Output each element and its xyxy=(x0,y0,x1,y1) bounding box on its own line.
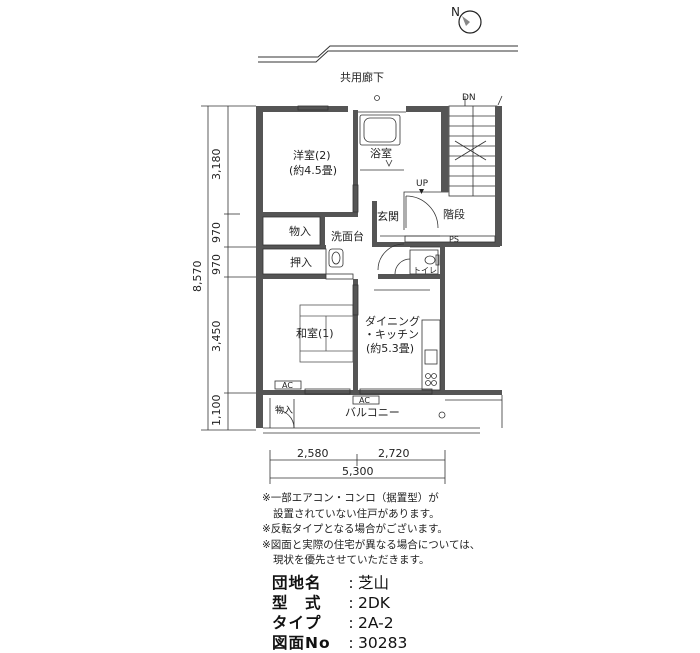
ac-right-label: AC xyxy=(359,396,370,405)
ps-label: PS xyxy=(449,235,459,244)
type-value: 2A-2 xyxy=(358,614,394,632)
entrance-label: 玄関 xyxy=(377,209,399,223)
notes: ※一部エアコン・コンロ（据置型）が 設置されていない住戸があります。 ※反転タイ… xyxy=(262,491,480,569)
stairs-label: 階段 xyxy=(443,207,465,221)
japanese-room-label: 和室(1) xyxy=(296,326,334,340)
meter-icon xyxy=(374,95,380,101)
info-block: 団地名:芝山 型 式:2DK タイプ:2A-2 図面No:30283 xyxy=(272,573,407,653)
dining-size: (約5.3畳) xyxy=(366,341,414,355)
horizontal-dimensions xyxy=(269,450,446,484)
dining-label-2: ・キッチン xyxy=(364,328,419,341)
western-room-size: (約4.5畳) xyxy=(289,163,337,177)
walls xyxy=(256,106,502,428)
stairs xyxy=(403,96,498,230)
corridor-outline xyxy=(258,45,518,63)
dim-v-3: 970 xyxy=(210,254,223,275)
oshiire-label: 押入 xyxy=(290,255,312,269)
dim-h-2: 2,720 xyxy=(378,447,410,460)
dim-h-1: 2,580 xyxy=(297,447,329,460)
dining-label-1: ダイニング xyxy=(365,314,420,328)
compass-letter: N xyxy=(451,5,460,19)
vertical-dimensions xyxy=(201,105,256,431)
corridor-label: 共用廊下 xyxy=(340,70,384,84)
estate-value: 芝山 xyxy=(358,574,390,592)
note-line-2: 設置されていない住戸があります。 xyxy=(273,507,440,520)
dim-v-5: 1,100 xyxy=(210,395,223,427)
note-line-4: ※図面と実際の住宅が異なる場合については、 xyxy=(262,538,481,551)
kitchen-counter xyxy=(421,319,441,391)
tatami-mats xyxy=(299,304,354,363)
dim-h-total: 5,300 xyxy=(342,465,374,478)
closet-top-label: 物入 xyxy=(289,224,311,238)
closet-balcony-label-1: 物入 xyxy=(275,404,293,416)
toilet-icon xyxy=(409,249,440,275)
horizontal-dimension-labels: 2,580 2,720 5,300 xyxy=(297,447,410,478)
ac-box-right xyxy=(352,395,380,405)
western-room-name: 洋室(2) xyxy=(293,148,331,162)
info-estate: 団地名:芝山 xyxy=(272,574,390,592)
note-line-3: ※反転タイプとなる場合がございます。 xyxy=(262,523,448,535)
drawing-no-value: 30283 xyxy=(358,634,408,652)
ac-left-label: AC xyxy=(282,381,293,390)
toilet-label: トイレ xyxy=(413,266,437,275)
dim-v-total: 8,570 xyxy=(191,261,204,293)
door-swings xyxy=(275,195,439,429)
vertical-dimension-labels: 3,180 970 970 3,450 1,100 8,570 xyxy=(191,149,223,427)
dim-v-2: 970 xyxy=(210,222,223,243)
up-arrow-icon xyxy=(419,189,424,194)
note-line-1: ※一部エアコン・コンロ（据置型）が xyxy=(262,492,439,504)
north-compass-icon: N xyxy=(451,5,482,34)
bath-label: 浴室 xyxy=(370,146,392,160)
model-value: 2DK xyxy=(358,594,390,612)
ac-box-left xyxy=(274,380,302,390)
vanity-label: 洗面台 xyxy=(331,229,364,243)
stairs-down-label: DN xyxy=(462,93,476,103)
bathtub xyxy=(359,114,404,171)
info-drawing-no: 図面No:30283 xyxy=(272,634,408,652)
drain-icon xyxy=(438,411,446,419)
note-line-5: 現状を優先させていただきます。 xyxy=(273,554,430,566)
balcony-label: バルコニー xyxy=(345,406,400,419)
info-type: タイプ:2A-2 xyxy=(272,614,394,632)
dim-v-4: 3,450 xyxy=(210,321,223,353)
dim-v-1: 3,180 xyxy=(210,149,223,181)
sliding-doors xyxy=(297,105,433,395)
stairs-up-label: UP xyxy=(416,179,429,189)
washbasin-icon xyxy=(328,248,344,268)
info-model: 型 式:2DK xyxy=(272,594,390,612)
